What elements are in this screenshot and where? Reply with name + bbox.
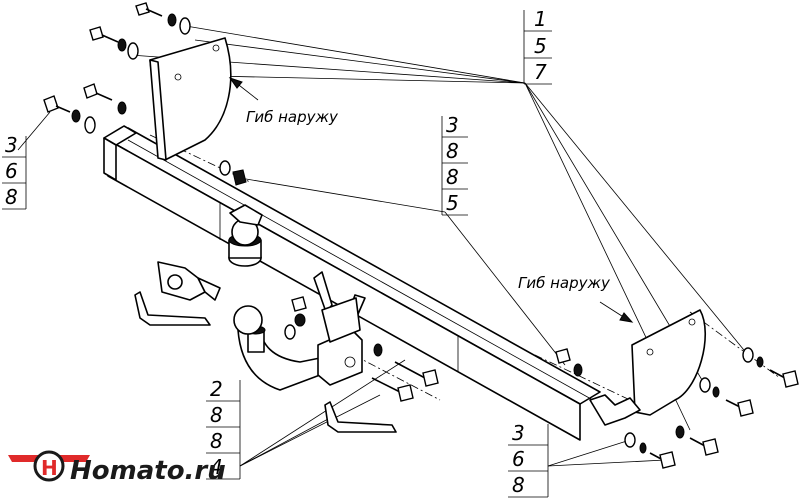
callout-mid-left: 3 6 8 <box>2 133 27 210</box>
bend-note-left-text: Гиб наружу <box>246 108 339 126</box>
callout-bottom-left: 2 8 8 4 <box>206 377 241 480</box>
callout-label: 8 <box>446 165 459 189</box>
callout-mid-center: 3 8 8 5 <box>441 113 468 216</box>
bend-note-right-text: Гиб наружу <box>518 274 611 292</box>
right-bracket <box>589 309 707 426</box>
bend-note-right: Гиб наружу <box>518 274 634 323</box>
callout-label: 3 <box>5 133 18 157</box>
callout-label: 3 <box>446 113 459 137</box>
arm-plates <box>313 271 366 343</box>
callout-label: 6 <box>512 447 525 471</box>
callout-bottom-right: 3 6 8 <box>508 421 549 498</box>
logo-wing-left <box>8 455 40 462</box>
ball-arm <box>233 305 363 391</box>
logo-text: Homato.ru <box>70 456 226 486</box>
callout-label: 3 <box>512 421 525 445</box>
callout-label: 5 <box>534 34 547 58</box>
callout-label: 1 <box>534 7 547 31</box>
callout-label: 8 <box>210 429 223 453</box>
bend-note-left: Гиб наружу <box>228 77 339 126</box>
callout-label: 8 <box>210 403 223 427</box>
logo-emblem-letter: H <box>41 456 58 480</box>
bolt-lower-1 <box>371 377 414 402</box>
tow-ball-upper <box>228 204 263 267</box>
socket-bracket <box>157 261 221 301</box>
logo-emblem <box>33 450 65 482</box>
callout-label: 8 <box>512 473 525 497</box>
callout-label: 8 <box>446 139 459 163</box>
logo-wing-right <box>58 455 90 462</box>
callout-label: 8 <box>5 185 18 209</box>
left-bracket <box>149 37 232 161</box>
main-beam <box>103 125 601 441</box>
callout-label: 5 <box>446 191 459 215</box>
bolt-right-1 <box>742 347 799 388</box>
bolt-right-4 <box>624 432 676 469</box>
callout-label: 7 <box>534 60 547 84</box>
bolt-top-1 <box>135 2 191 35</box>
bolt-top-2 <box>89 26 139 60</box>
bolt-left-1 <box>83 83 127 115</box>
bolt-lower-2 <box>394 361 439 387</box>
homato-logo: H Homato.ru <box>8 450 226 486</box>
callout-label: 4 <box>210 455 223 479</box>
bolt-left-2 <box>43 95 96 134</box>
bolt-right-2 <box>699 377 754 417</box>
lower-brackets <box>134 291 397 433</box>
leader-lines <box>17 24 749 467</box>
callout-label: 6 <box>5 159 18 183</box>
callout-top-right: 1 5 7 <box>523 7 552 85</box>
fasteners <box>43 2 799 469</box>
bolt-right-3 <box>675 425 719 456</box>
callout-label: 2 <box>210 377 223 401</box>
